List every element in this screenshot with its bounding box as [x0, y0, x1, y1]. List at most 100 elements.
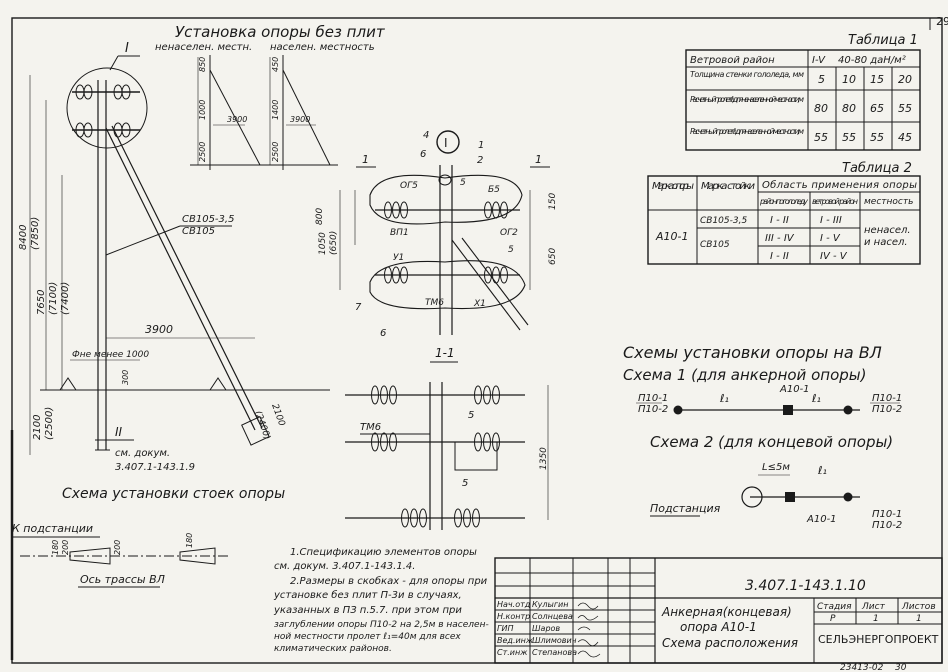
svg-text:1: 1: [873, 614, 879, 624]
svg-text:L≤5м: L≤5м: [762, 462, 790, 473]
svg-text:Х1: Х1: [473, 299, 486, 309]
callout-i: I: [125, 41, 129, 56]
title-block: 3.407.1-143.1.10 Анкерная(концевая) опор…: [494, 557, 943, 664]
main-pole-view: I 8400 (7850) 7650 (7100) (7400): [18, 41, 330, 502]
svg-text:П10-1: П10-1: [638, 393, 668, 404]
svg-text:80: 80: [814, 102, 828, 115]
svg-text:указанных в ПЗ п.5.7. при этом: указанных в ПЗ п.5.7. при этом при: [273, 605, 462, 616]
notes: 1.Спецификацию элементов опоры см. докум…: [273, 547, 489, 654]
doc-code: 3.407.1-143.1.10: [745, 578, 866, 594]
svg-text:850: 850: [198, 57, 207, 72]
svg-text:Стадия: Стадия: [817, 602, 852, 612]
svg-text:80: 80: [842, 102, 856, 115]
svg-text:20: 20: [898, 73, 912, 86]
svg-text:5: 5: [468, 410, 474, 421]
ref-label: см. докум.: [115, 448, 170, 459]
svg-text:3900: 3900: [290, 115, 310, 124]
svg-text:1: 1: [362, 153, 369, 166]
subtitle-populated: населен. местность: [270, 42, 375, 53]
svg-text:Кулыгин: Кулыгин: [532, 600, 568, 609]
svg-text:3900: 3900: [227, 115, 247, 124]
svg-text:Нач.отд: Нач.отд: [497, 600, 531, 609]
svg-text:450: 450: [271, 57, 280, 72]
schemes: Схемы установки опоры на ВЛ Схема 1 (для…: [623, 343, 902, 531]
svg-text:установке без плит П-3и в случ: установке без плит П-3и в случаях,: [273, 589, 462, 601]
ref-doc: 3.407.1-143.1.9: [115, 462, 195, 473]
svg-text:8400: 8400: [18, 225, 29, 250]
svg-text:ТМ6: ТМ6: [425, 298, 444, 308]
svg-text:П10-1: П10-1: [872, 509, 902, 520]
svg-text:ной местности пролет ℓ₁=40м дл: ной местности пролет ℓ₁=40м для всех: [274, 632, 461, 642]
svg-text:П10-2: П10-2: [638, 404, 668, 415]
svg-text:I - V: I - V: [820, 233, 841, 244]
svg-text:Анкерная(концевая): Анкерная(концевая): [661, 605, 792, 619]
svg-text:3900: 3900: [145, 323, 173, 336]
svg-text:Расчетный пролет ℓ₁ для ненасе: Расчетный пролет ℓ₁ для ненаселен-ной ме…: [690, 95, 804, 104]
signatures: [577, 602, 601, 658]
svg-text:1000: 1000: [198, 100, 207, 120]
svg-text:1350: 1350: [539, 447, 549, 470]
scheme-2-title: Схема 2 (для концевой опоры): [650, 433, 893, 451]
node-view: I 1 1 800 1050 (650) 150 650 4 6 1 2 ОГ5: [315, 130, 558, 339]
svg-text:Ст.инж: Ст.инж: [497, 648, 528, 657]
svg-text:2500: 2500: [271, 142, 280, 162]
schemes-title: Схемы установки опоры на ВЛ: [623, 343, 882, 362]
svg-text:2100: 2100: [32, 415, 43, 440]
svg-text:15: 15: [870, 73, 884, 86]
subtitle-unpopulated: ненаселен. местн.: [155, 42, 252, 53]
svg-text:ТМ6: ТМ6: [360, 422, 381, 433]
svg-text:Лист: Лист: [861, 602, 886, 612]
svg-text:ветровой район: ветровой район: [812, 197, 858, 206]
svg-text:ℓ₁: ℓ₁: [811, 392, 821, 405]
svg-text:(7850): (7850): [30, 217, 41, 250]
table-2-title: Таблица 2: [842, 161, 912, 176]
svg-text:I-V: I-V: [812, 55, 826, 66]
drawing-title: Установка опоры без плит: [175, 23, 386, 41]
svg-text:П10-2: П10-2: [872, 404, 902, 415]
svg-text:А10-1: А10-1: [806, 514, 837, 525]
svg-text:2: 2: [477, 155, 483, 166]
svg-text:5: 5: [508, 245, 514, 255]
svg-text:4: 4: [423, 130, 429, 141]
route-plan: К подстанции 180 200 200 180 Ось трассы …: [12, 522, 230, 588]
svg-text:СВ105: СВ105: [700, 240, 730, 250]
svg-text:Солнцева: Солнцева: [532, 612, 573, 621]
section-view: 1-1 1350 ТМ6 5 5: [345, 346, 549, 530]
scheme1-left-pole: [673, 405, 683, 415]
svg-text:ненасел.: ненасел.: [864, 225, 911, 236]
svg-text:Схема расположения: Схема расположения: [662, 636, 798, 650]
svg-text:Ветровой район: Ветровой район: [690, 55, 775, 66]
axis-label: Ось трассы ВЛ: [80, 573, 165, 586]
svg-text:Шаров: Шаров: [532, 624, 560, 633]
node-callout: I: [444, 136, 448, 150]
pole-label-1: СВ105-3,5: [182, 214, 234, 225]
svg-text:(7100): (7100): [48, 282, 59, 315]
svg-text:55: 55: [814, 131, 828, 144]
svg-text:ОГ5: ОГ5: [400, 181, 418, 191]
svg-text:ОГ2: ОГ2: [500, 228, 518, 238]
svg-text:Листов: Листов: [901, 602, 936, 612]
svg-text:А10-1: А10-1: [779, 384, 810, 395]
scheme1-anchor-pole: [783, 405, 793, 415]
svg-text:ВП1: ВП1: [390, 228, 409, 238]
svg-text:климатических районов.: климатических районов.: [274, 644, 392, 654]
svg-text:Н.контр: Н.контр: [497, 612, 530, 621]
svg-text:55: 55: [842, 131, 856, 144]
svg-text:55: 55: [898, 102, 912, 115]
substation-icon: [741, 486, 763, 508]
svg-text:ГИП: ГИП: [497, 624, 513, 633]
scheme1-right-pole: [843, 405, 853, 415]
svg-text:1400: 1400: [271, 100, 280, 120]
svg-text:(2500): (2500): [44, 407, 55, 440]
stamp-number: 23413-02: [840, 663, 884, 672]
svg-text:СВ105-3,5: СВ105-3,5: [700, 216, 747, 226]
table-1: Таблица 1 Ветровой район I-V 40-80 даН/м…: [685, 33, 921, 151]
svg-text:65: 65: [870, 102, 884, 115]
svg-text:1: 1: [535, 153, 542, 166]
svg-text:заглублении опоры П10-2 на 2,5: заглублении опоры П10-2 на 2,5м в населе…: [274, 620, 489, 630]
svg-text:см. докум. 3.407.1-143.1.4.: см. докум. 3.407.1-143.1.4.: [274, 561, 415, 572]
svg-text:III - IV: III - IV: [765, 233, 795, 244]
svg-text:5: 5: [462, 478, 468, 489]
svg-text:район по гололеду: район по гололеду: [759, 197, 808, 206]
